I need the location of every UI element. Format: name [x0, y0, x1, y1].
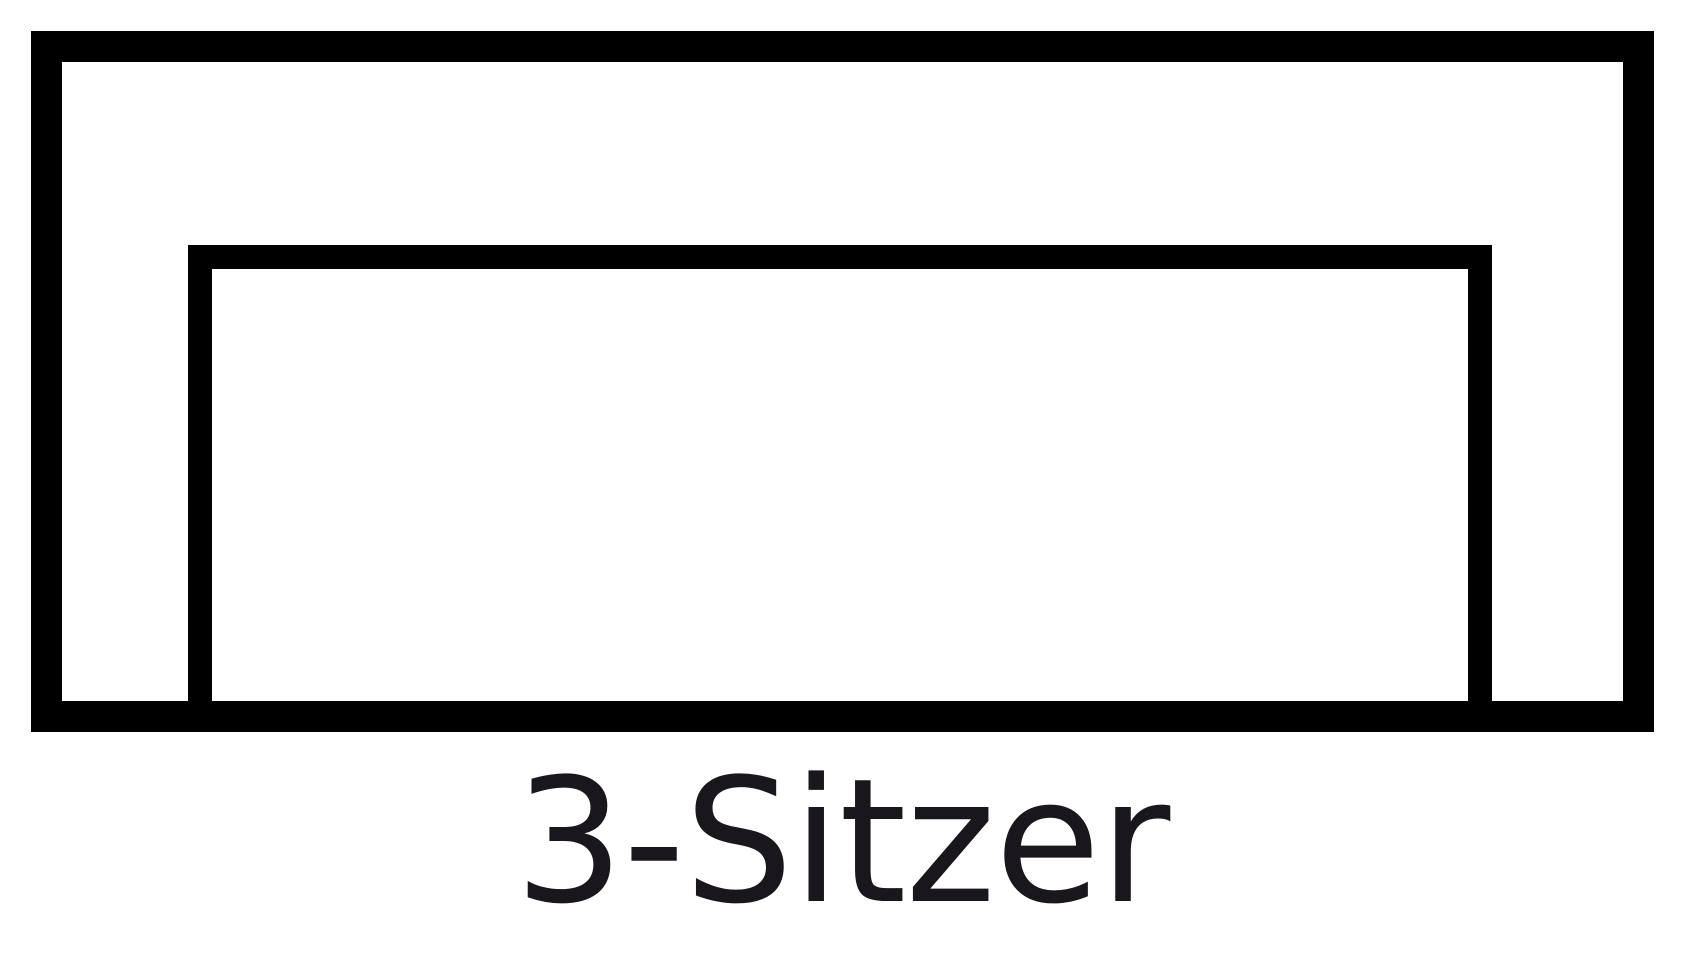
sofa-outline-svg: [0, 0, 1684, 745]
sofa-outer-frame-shape: [47, 47, 1639, 717]
pictogram-caption: 3-Sitzer: [514, 741, 1171, 942]
sofa-illustration: [0, 0, 1684, 745]
sofa-seat-area-shape: [200, 257, 1480, 732]
